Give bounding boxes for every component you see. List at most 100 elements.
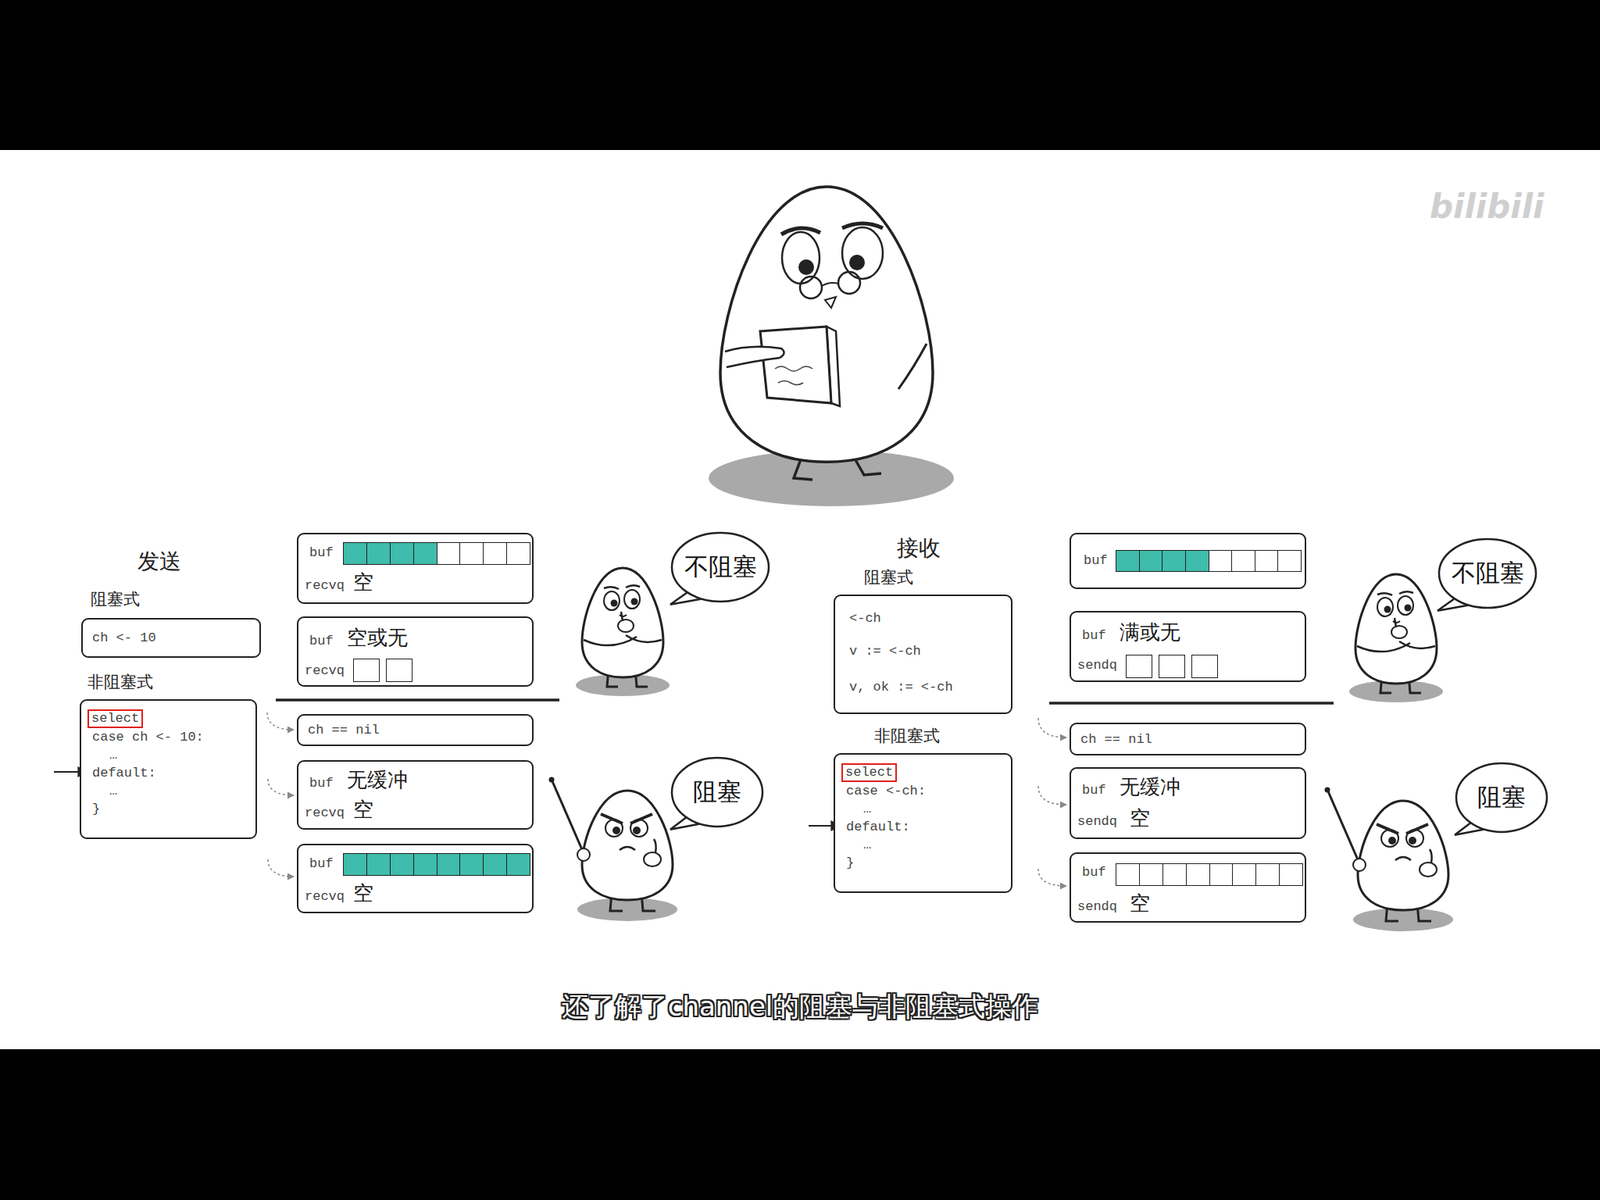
buffer-cell — [1232, 550, 1256, 572]
bubble-body — [671, 532, 769, 602]
thinking-egg — [1349, 574, 1443, 703]
watermark: bilibili — [1429, 187, 1545, 226]
buffer-cell — [437, 853, 461, 875]
code-box: 非阻塞式selectcase ch <- 10:…default:…} — [79, 699, 258, 840]
code-text: … — [109, 747, 118, 764]
buffer-cell — [1162, 550, 1186, 572]
speech-bubble: 不阻塞 — [1437, 537, 1538, 610]
code-text: recvq — [304, 889, 345, 905]
code-text: default: — [846, 819, 911, 836]
queue-slot — [1158, 654, 1186, 679]
state-box: buf 满或无sendq — [1069, 610, 1307, 683]
select-keyword: select — [841, 763, 897, 783]
speech-bubble: 阻塞 — [1454, 761, 1549, 834]
code-text: sendq — [1077, 657, 1118, 674]
code-text: ch == nil — [1080, 732, 1153, 748]
code-box: 阻塞式<-chv := <-chv, ok := <-ch — [833, 594, 1013, 715]
state-text: 空 — [1129, 806, 1150, 831]
buffer-cell — [390, 853, 415, 875]
select-keyword: select — [87, 709, 143, 729]
buffer-cell — [1210, 864, 1234, 886]
code-text: … — [863, 837, 872, 854]
state-box: buf recvq 空 — [296, 532, 534, 604]
code-text: buf — [1082, 628, 1107, 644]
code-text: … — [109, 783, 118, 800]
buffer-cell — [343, 853, 368, 875]
code-text: sendq — [1077, 814, 1118, 830]
section-heading: 发送 — [137, 546, 182, 577]
bubble-body — [1439, 539, 1536, 608]
code-text: case ch <- 10: — [92, 729, 204, 746]
state-box: buf — [1069, 532, 1307, 590]
state-box: buf空或无recvq — [296, 616, 534, 687]
code-box: 非阻塞式selectcase <-ch:…default:…} — [833, 753, 1013, 893]
code-text: … — [863, 801, 872, 818]
angry-egg — [1325, 787, 1454, 933]
buffer-cell — [507, 853, 530, 875]
buffer-cell — [1163, 864, 1187, 886]
letterbox-bar — [0, 1049, 1600, 1200]
code-text: buf — [1082, 864, 1107, 881]
buffer-bar — [1115, 863, 1304, 886]
buffer-cell — [390, 542, 415, 565]
state-box: bufsendq空 — [1069, 852, 1307, 923]
code-text: buf — [1083, 553, 1108, 569]
state-box: buf无缓冲sendq空 — [1069, 767, 1307, 840]
state-box: buf无缓冲recvq空 — [296, 760, 534, 830]
code-text: } — [92, 801, 100, 818]
buffer-cell — [343, 542, 368, 565]
buffer-cell — [1186, 864, 1211, 886]
buffer-cell — [483, 853, 508, 875]
state-text: 空 — [353, 797, 374, 822]
buffer-cell — [1255, 550, 1279, 572]
divider-line — [275, 698, 560, 702]
bubble-body — [1456, 763, 1547, 833]
state-text: 空 — [353, 881, 374, 906]
code-text: recvq — [304, 663, 345, 679]
state-text: 空 — [353, 570, 374, 595]
letterbox-bar — [0, 0, 1600, 150]
queue-slot — [353, 658, 380, 683]
code-text: case <-ch: — [846, 783, 926, 800]
code-text: v := <-ch — [849, 643, 922, 660]
code-text: recvq — [304, 578, 345, 594]
buffer-cell — [1116, 550, 1140, 572]
code-text: v, ok := <-ch — [849, 679, 954, 696]
buffer-cell — [1139, 550, 1164, 572]
state-box: ch == nil — [296, 714, 534, 747]
buffer-cell — [460, 542, 484, 565]
state-text: 满或无 — [1119, 620, 1181, 645]
state-text: 空 — [1129, 891, 1150, 916]
teacher-egg — [708, 186, 954, 507]
buffer-cell — [460, 853, 484, 875]
buffer-cell — [437, 542, 461, 565]
queue-slot — [385, 658, 413, 683]
buffer-cell — [507, 542, 530, 565]
subtitle-caption: 还了解了channel的阻塞与非阻塞式操作 — [0, 990, 1600, 1023]
bubble-text: 不阻塞 — [684, 552, 758, 582]
mode-heading: 非阻塞式 — [874, 726, 940, 747]
code-text: recvq — [304, 805, 345, 822]
buffer-cell — [367, 542, 391, 565]
state-text: 无缓冲 — [1119, 775, 1181, 800]
buffer-cell — [1139, 864, 1164, 886]
code-text: ch == nil — [307, 722, 380, 739]
code-text: buf — [309, 856, 334, 872]
mode-heading: 非阻塞式 — [87, 672, 154, 693]
speech-bubble: 不阻塞 — [670, 531, 771, 604]
state-text: 空或无 — [346, 625, 408, 650]
divider-line — [1049, 701, 1334, 705]
code-text: buf — [309, 545, 334, 561]
buffer-bar — [1115, 550, 1302, 572]
mode-heading: 阻塞式 — [90, 589, 140, 610]
buffer-cell — [1256, 864, 1280, 886]
code-box: 阻塞式ch <- 10 — [81, 617, 261, 658]
bubble-body — [671, 757, 763, 827]
buffer-bar — [342, 542, 531, 565]
buffer-bar — [342, 853, 531, 876]
thinking-egg — [575, 567, 670, 697]
bubble-text: 阻塞 — [1477, 782, 1526, 812]
buffer-cell — [483, 542, 508, 565]
bubble-text: 阻塞 — [692, 777, 742, 807]
bubble-text: 不阻塞 — [1451, 558, 1525, 588]
